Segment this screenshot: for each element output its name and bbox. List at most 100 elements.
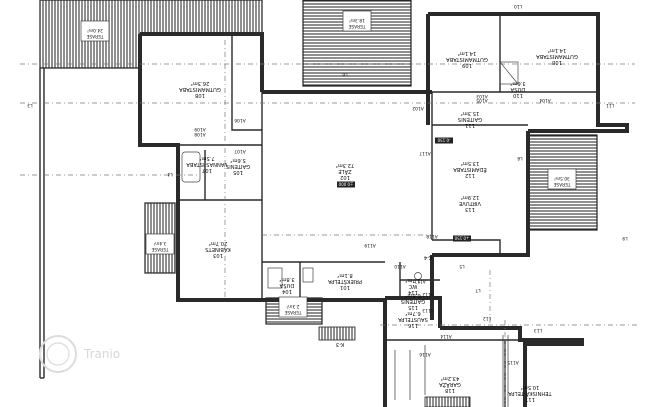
door-label: A113 <box>422 307 434 313</box>
toilet <box>414 272 422 280</box>
room-area: 12.9m² <box>461 194 480 200</box>
section-mark: K-3 <box>336 341 344 347</box>
axis-label: L3 <box>27 102 32 108</box>
level-tag: -0.150 <box>435 137 453 144</box>
bathtub <box>181 151 201 183</box>
door-label: A102 <box>412 105 424 111</box>
room-number: 103 <box>213 252 223 258</box>
balustrade <box>39 68 45 379</box>
terrace-name: TERASE <box>348 23 366 29</box>
door-label: A109 <box>194 126 206 132</box>
door-label: A117 <box>419 150 431 156</box>
terrace-name: TERASE <box>553 181 571 187</box>
steps <box>318 326 356 341</box>
room-name: GAITENIS <box>401 298 425 304</box>
room-name: GAITENIS <box>226 163 250 169</box>
room-name: VANNAS ISTABA <box>186 161 228 167</box>
room-name: GUTMAMISTABA <box>536 53 578 59</box>
terrace-name: TERASE <box>284 309 302 315</box>
axis-label: L6 <box>342 71 347 77</box>
door-label: A110 <box>394 263 406 269</box>
terrace-area: 30.5m² <box>554 175 570 181</box>
room-area: 7.5m² <box>199 155 214 161</box>
axis-label: L8 <box>517 155 522 161</box>
door-label: A104 <box>539 97 551 103</box>
watermark: Tranio <box>39 335 120 373</box>
room-area: 3.8m² <box>279 276 294 282</box>
room-area: 26.3m² <box>191 80 210 86</box>
room-name: ĒDAMISTABA <box>453 166 487 173</box>
terrace-name: TERASE <box>151 246 169 252</box>
door-label: A116 <box>419 351 431 357</box>
axis-lines <box>20 40 640 405</box>
terrace-labels: TERASE24.0m²TERASE18.3m²TERASE30.5m²TERA… <box>80 10 577 318</box>
section-mark: K-4 <box>423 254 432 260</box>
terraces-layer <box>39 0 598 407</box>
room-area: 20.7m² <box>209 240 228 246</box>
room-name: GUTMAMISTABA <box>179 86 221 92</box>
axis-label: L5 <box>459 263 464 269</box>
section-mark-group: K-3K-4±0.000+0.150-0.150 <box>336 137 471 347</box>
room-area: 6.7m² <box>405 310 420 316</box>
room-name: PRIEKŠTELPA <box>328 278 362 285</box>
room-name: ZĀLE <box>338 168 351 175</box>
shower-104 <box>267 267 283 289</box>
room-name: GARĀŽA <box>439 381 461 389</box>
room-area: 43.2m² <box>441 375 460 381</box>
door-label: A114 <box>440 333 452 339</box>
room-number: 102 <box>340 174 350 180</box>
door-label: A119 <box>364 242 376 248</box>
door-label: A115 <box>507 359 519 365</box>
room-name: WC <box>408 283 417 289</box>
room-number: 105 <box>233 169 243 175</box>
door-label: A108 <box>194 131 206 137</box>
room-name: KABINETS <box>205 246 231 252</box>
room-number: 108 <box>552 59 562 65</box>
axis-label: L9 <box>622 235 627 241</box>
vanity <box>302 267 314 283</box>
room-number: 107 <box>202 167 212 173</box>
axis-label: L10 <box>514 3 522 9</box>
room-name: GAITENIS <box>458 116 482 122</box>
terrace-area: 2.3m² <box>286 303 299 309</box>
terrace-area: 3.4m² <box>153 240 166 246</box>
room-number: 110 <box>513 92 523 98</box>
room-number: 111 <box>465 122 475 128</box>
room-area: 15.3m² <box>461 110 480 116</box>
watermark-text: Tranio <box>83 347 120 361</box>
room-number: 109 <box>462 62 472 68</box>
door-label: A118 <box>426 233 438 239</box>
room-number: 108 <box>195 92 205 98</box>
room-labels: 108GUTMAMISTABA26.3m²109GUTMAMISTABA14.1… <box>179 47 578 402</box>
door-label: A105 <box>476 97 488 103</box>
axis-label: L13 <box>534 327 542 333</box>
room-area: 14.1m² <box>458 50 477 56</box>
room-number: 114 <box>407 289 418 295</box>
svg-text:-0.150: -0.150 <box>437 138 450 143</box>
room-name: TEHNISKĀ TELPA <box>508 390 553 397</box>
room-area: 72.3m² <box>336 162 355 168</box>
room-name: SAUSTELPA <box>398 316 428 322</box>
room-area: 8.1m² <box>337 272 352 278</box>
axis-label: L4 <box>167 171 172 177</box>
axis-label: L7 <box>475 287 480 293</box>
